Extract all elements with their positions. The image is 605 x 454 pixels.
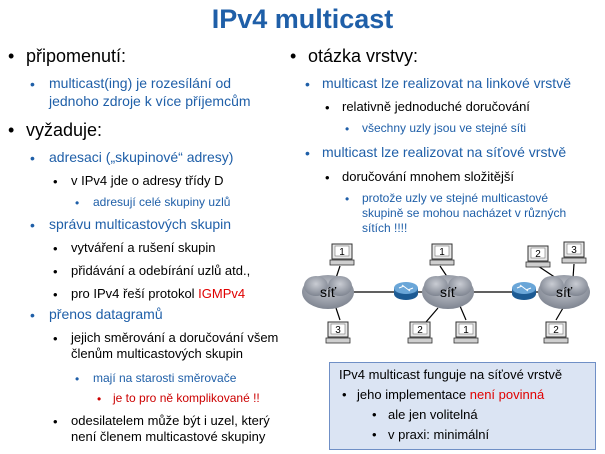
bullet-icon: • — [290, 46, 297, 66]
left-heading-requires: vyžaduje: — [26, 120, 103, 140]
req-datagram-transfer: přenos datagramů — [49, 306, 163, 322]
layer-link: multicast lze realizovat na linkové vrst… — [322, 75, 571, 91]
box-line-voluntary: ale jen volitelná — [388, 407, 478, 422]
box-line-network-layer: IPv4 multicast funguje na síťové vrstvě — [339, 367, 563, 382]
bullet-icon: • — [8, 120, 15, 140]
igmp-label: IGMPv4 — [198, 286, 246, 301]
bullet-icon: • — [342, 387, 347, 402]
right-heading-layer: otázka vrstvy: — [308, 46, 419, 66]
computer-icon: 2 — [543, 321, 569, 344]
computer-label: 1 — [463, 325, 469, 336]
cloud-icon: síť — [422, 275, 474, 309]
computer-label: 2 — [535, 249, 541, 260]
page-title: IPv4 multicast — [211, 4, 394, 34]
req-group-management: správu multicastových skupin — [49, 216, 232, 232]
computer-label: 1 — [439, 247, 445, 258]
layer-network-complex: doručování mnohem složitější — [342, 169, 514, 184]
left-heading-reminder: připomenutí: — [26, 46, 127, 66]
bullet-icon: • — [372, 427, 377, 442]
router-icon — [512, 282, 536, 300]
layer-link-same-net: všechny uzly jsou ve stejné síti — [362, 121, 527, 135]
bullet-icon: • — [53, 264, 58, 279]
bullet-icon: • — [30, 307, 35, 323]
cloud-label: síť — [556, 284, 573, 300]
bullet-icon: • — [97, 392, 102, 406]
bullet-icon: • — [30, 150, 35, 166]
req-routers: mají na starosti směrovače — [93, 371, 237, 385]
layer-link-simple: relativně jednoduché doručování — [342, 99, 530, 114]
bullet-icon: • — [30, 217, 35, 233]
box-not-mandatory: není povinná — [469, 387, 545, 402]
computer-label: 3 — [335, 325, 341, 336]
bullet-icon: • — [53, 331, 58, 346]
bullet-icon: • — [8, 46, 15, 66]
bullet-icon: • — [372, 407, 377, 422]
computer-label: 2 — [553, 325, 559, 336]
bullet-icon: • — [75, 196, 80, 210]
bullet-icon: • — [75, 372, 80, 386]
bullet-icon: • — [325, 170, 330, 185]
req-add-remove: přidávání a odebírání uzlů atd., — [71, 263, 251, 278]
computer-label: 3 — [571, 245, 577, 256]
computer-label: 1 — [339, 247, 345, 258]
req-routing-delivery: jejich směrování a doručování všem členů… — [71, 330, 279, 362]
bullet-icon: • — [53, 287, 58, 302]
req-addressing-groups: adresují celé skupiny uzlů — [93, 195, 231, 209]
computer-icon: 1 — [429, 243, 455, 266]
layer-network: multicast lze realizovat na síťové vrstv… — [322, 144, 567, 160]
info-box: IPv4 multicast funguje na síťové vrstvě … — [329, 362, 596, 450]
computer-label: 2 — [417, 325, 423, 336]
box-line-optional: jeho implementace není povinná — [357, 387, 544, 402]
req-sender-non-member: odesilatelem může být i uzel, který není… — [71, 413, 270, 445]
req-create-delete: vytváření a rušení skupin — [71, 240, 216, 255]
cloud-icon: síť — [302, 275, 354, 309]
bullet-icon: • — [325, 100, 330, 115]
bullet-icon: • — [305, 145, 310, 161]
req-addressing: adresaci („skupinové“ adresy) — [49, 149, 234, 165]
bullet-icon: • — [53, 414, 58, 429]
computer-icon: 3 — [561, 241, 587, 264]
cloud-icon: síť — [538, 275, 590, 309]
bullet-icon: • — [53, 241, 58, 256]
multicast-definition: multicast(ing) je rozesílání od jednoho … — [49, 75, 251, 109]
router-icon — [394, 282, 418, 300]
computer-icon: 2 — [407, 321, 433, 344]
req-igmp: pro IPv4 řeší protokol IGMPv4 — [71, 286, 245, 302]
req-complicated: je to pro ně komplikované !! — [113, 391, 260, 405]
box-line-optional-text: jeho implementace — [357, 387, 470, 402]
computer-icon: 3 — [325, 321, 351, 344]
bullet-icon: • — [305, 76, 310, 92]
bullet-icon: • — [53, 174, 58, 189]
computer-icon: 1 — [329, 243, 355, 266]
computer-icon: 1 — [453, 321, 479, 344]
req-igmp-text: pro IPv4 řeší protokol — [71, 286, 199, 301]
bullet-icon: • — [30, 76, 35, 92]
bullet-icon: • — [345, 122, 350, 136]
cloud-label: síť — [320, 284, 337, 300]
layer-network-reason: protože uzly ve stejné multicastové skup… — [362, 191, 567, 235]
bullet-icon: • — [345, 192, 350, 206]
cloud-label: síť — [440, 284, 457, 300]
computer-icon: 2 — [525, 245, 551, 268]
network-diagram: síť síť síť 1 3 1 2 1 2 3 2 — [302, 241, 590, 344]
req-addressing-class-d: v IPv4 jde o adresy třídy D — [71, 173, 224, 188]
box-line-practice: v praxi: minimální — [388, 427, 490, 442]
